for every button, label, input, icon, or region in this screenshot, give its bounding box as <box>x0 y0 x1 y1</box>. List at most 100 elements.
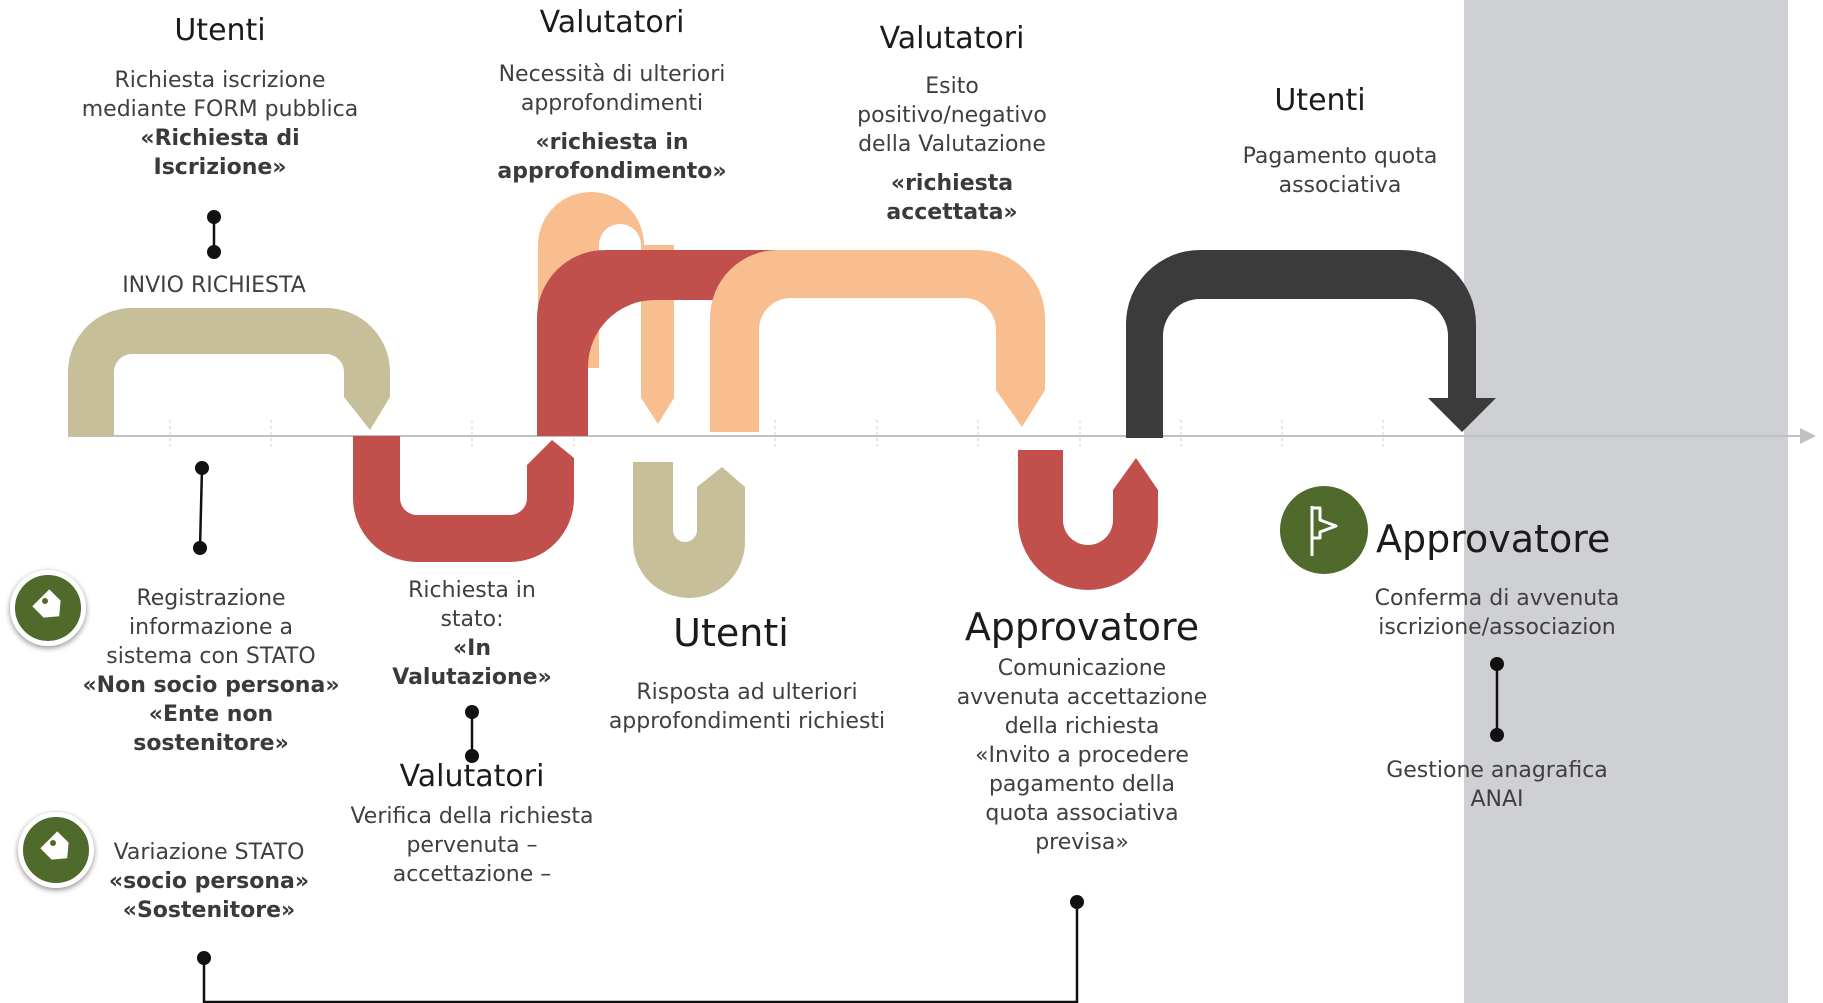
step3-title: Valutatori <box>879 21 1025 56</box>
resp-title: Utenti <box>673 611 789 655</box>
appr1-line5: pagamento della <box>988 772 1176 797</box>
connector-dot <box>193 541 207 555</box>
inval-line2: stato: <box>440 607 504 632</box>
resp-description: Risposta ad ulteriori approfondimenti ri… <box>582 678 912 736</box>
invio-richiesta-arrow <box>68 308 390 436</box>
pagamento-quota-arrow <box>1126 250 1496 438</box>
step4-block: Utenti Pagamento quota associativa <box>1190 84 1490 200</box>
appr1-line6: quota associativa <box>985 801 1179 826</box>
final-phase-band <box>1464 0 1788 1003</box>
connector-dot <box>207 210 221 224</box>
variation-bold2: «Sostenitore» <box>122 898 296 923</box>
verify-line1: Verifica della richiesta <box>350 804 594 829</box>
tag-icon <box>40 831 69 860</box>
step1-line2: mediante FORM pubblica <box>81 97 359 122</box>
appr1-line4: «Invito a procedere <box>975 743 1189 768</box>
step1-description: Richiesta iscrizione mediante FORM pubbl… <box>70 66 370 182</box>
connector-dot <box>1070 895 1084 909</box>
connector-dot <box>207 245 221 259</box>
registrazione-block: Registrazione informazione a sistema con… <box>80 584 342 758</box>
appr2-line3: Gestione anagrafica <box>1386 758 1608 783</box>
variation-bold1: «socio persona» <box>108 869 310 894</box>
step4-line1: Pagamento quota <box>1242 144 1438 169</box>
step3-line2: positivo/negativo <box>857 103 1047 128</box>
connector-dot <box>465 705 479 719</box>
reg-line2: informazione a <box>129 615 293 640</box>
appr2-title: Approvatore <box>1376 517 1611 561</box>
invio-richiesta-label: INVIO RICHIESTA <box>122 273 306 298</box>
step4-description: Pagamento quota associativa <box>1190 142 1490 200</box>
reg-bold2: «Ente non <box>148 702 274 727</box>
appr1-description: Comunicazione avvenuta accettazione dell… <box>932 654 1232 857</box>
connector-dot <box>1490 728 1504 742</box>
inval-bold1: «In <box>452 636 492 661</box>
step2-line1: Necessità di ulteriori <box>498 62 726 87</box>
connector-dot <box>197 951 211 965</box>
step2-title: Valutatori <box>539 5 685 40</box>
richiesta-accettata-arrow <box>710 250 1045 432</box>
step1-title: Utenti <box>174 13 266 48</box>
anagrafica-block: Gestione anagrafica ANAI <box>1347 756 1647 814</box>
reg-bold3: sostenitore» <box>133 731 289 756</box>
verifica-block: Valutatori Verifica della richiesta perv… <box>322 760 622 889</box>
step1-bold1: «Richiesta di <box>140 126 300 151</box>
step2-bold1: «richiesta in <box>535 130 689 155</box>
step3-line3: della Valutazione <box>858 132 1046 157</box>
appr1-title: Approvatore <box>964 605 1200 649</box>
step1-line1: Richiesta iscrizione <box>114 68 326 93</box>
step2-block: Valutatori Necessità di ulteriori approf… <box>462 6 762 186</box>
flag-icon <box>1310 506 1338 556</box>
step3-bold2: accettata» <box>886 200 1018 225</box>
verify-line2: pervenuta – <box>406 833 538 858</box>
risposta-approfondimenti-arrow <box>633 462 745 598</box>
tag-badge-registrazione <box>10 570 86 646</box>
inval-line1: Richiesta in <box>408 578 536 603</box>
reg-bold1: «Non socio persona» <box>82 673 340 698</box>
connector <box>198 467 204 549</box>
connector-dot <box>1490 657 1504 671</box>
in-valutazione-block: Richiesta in stato: «In Valutazione» <box>362 576 582 692</box>
variation-line1: Variazione STATO <box>113 840 305 865</box>
step4-line2: associativa <box>1278 173 1402 198</box>
appr1-line3: della richiesta <box>1004 714 1160 739</box>
step2-line2: approfondimenti <box>520 91 704 116</box>
approvatore-accettazione-arrow <box>1018 450 1158 590</box>
resp-line1: Risposta ad ulteriori <box>636 680 858 705</box>
in-valutazione-arrow <box>353 436 574 562</box>
timeline-axis-arrowhead <box>1800 428 1816 444</box>
step3-bold1: «richiesta <box>890 171 1014 196</box>
verify-description: Verifica della richiesta pervenuta – acc… <box>322 802 622 889</box>
step4-title: Utenti <box>1274 83 1366 118</box>
reg-line1: Registrazione <box>136 586 286 611</box>
verify-title: Valutatori <box>399 759 545 794</box>
appr1-line7: previsa» <box>1035 830 1129 855</box>
step3-block: Valutatori Esito positivo/negativo della… <box>802 22 1102 227</box>
connectors <box>193 210 1504 1003</box>
step1-block: Utenti Richiesta iscrizione mediante FOR… <box>70 14 370 182</box>
timeline-ticks <box>169 420 1687 450</box>
appr2-line1: Conferma di avvenuta <box>1374 586 1620 611</box>
appr1-line2: avvenuta accettazione <box>956 685 1208 710</box>
appr2-line4: ANAI <box>1470 787 1524 812</box>
step2-description: Necessità di ulteriori approfondimenti «… <box>462 60 762 186</box>
risposta-block: Utenti Risposta ad ulteriori approfondim… <box>582 612 912 736</box>
step2-bold2: approfondimento» <box>497 159 727 184</box>
connector-dot <box>465 749 479 763</box>
approvatore1-block: Approvatore Comunicazione avvenuta accet… <box>932 606 1232 857</box>
appr1-line1: Comunicazione <box>997 656 1167 681</box>
step3-description: Esito positivo/negativo della Valutazion… <box>802 72 1102 227</box>
flag-badge-approvatore <box>1280 486 1368 574</box>
variazione-block: Variazione STATO «socio persona» «Sosten… <box>94 838 324 925</box>
reg-line3: sistema con STATO <box>106 644 316 669</box>
connector-dot <box>195 461 209 475</box>
step1-bold2: Iscrizione» <box>153 155 287 180</box>
resp-line2: approfondimenti richiesti <box>608 709 886 734</box>
step3-line1: Esito <box>925 74 979 99</box>
verify-line3: accettazione – <box>392 862 552 887</box>
appr2-line2: iscrizione/associazion <box>1378 615 1616 640</box>
tag-badge-variazione <box>18 812 94 888</box>
tag-icon <box>32 589 61 618</box>
appr2-description: Conferma di avvenuta iscrizione/associaz… <box>1347 584 1647 642</box>
